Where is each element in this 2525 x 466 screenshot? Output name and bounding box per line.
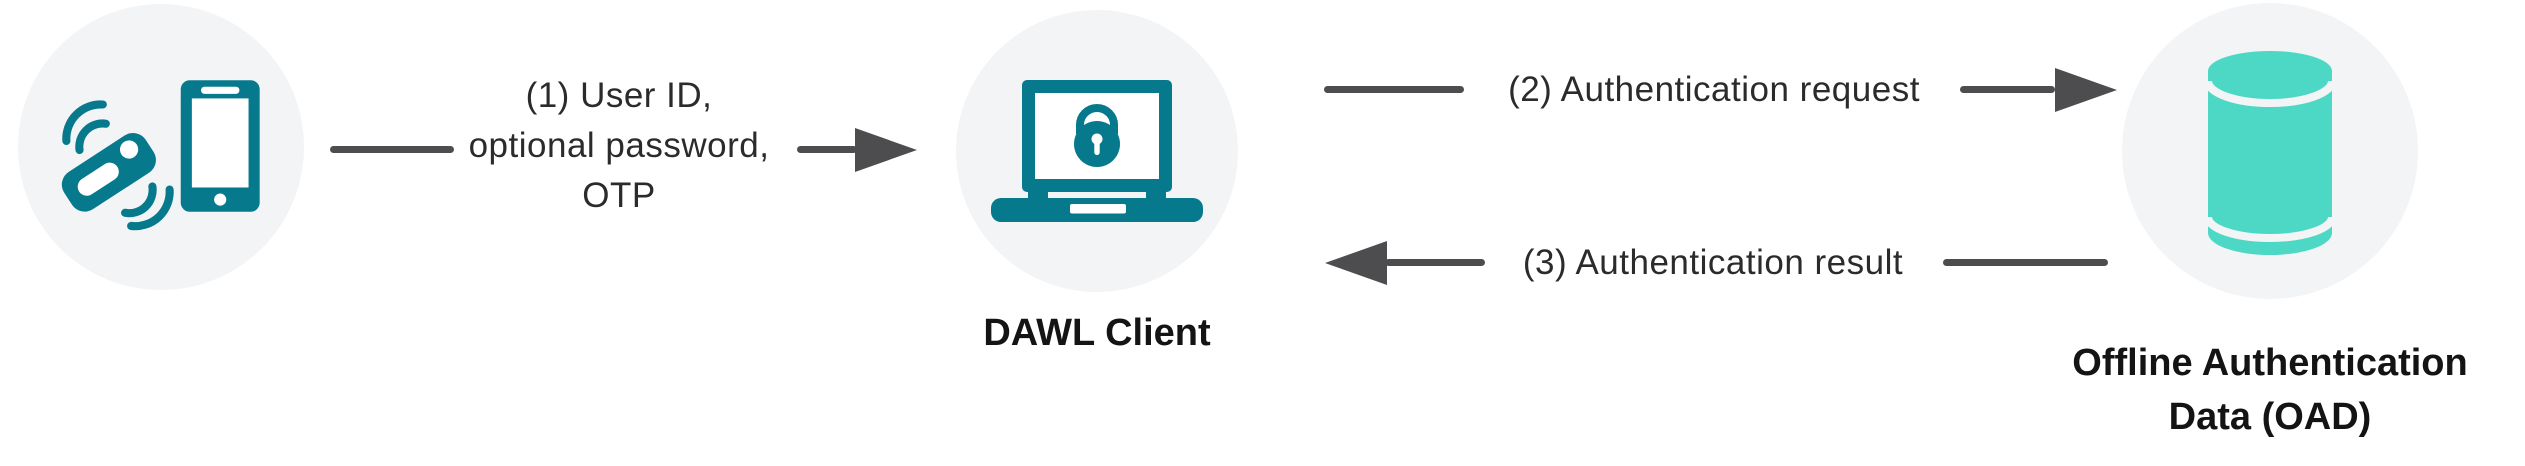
node-oad-database [2122, 3, 2418, 299]
arrow-2-label: (2) Authentication request [1508, 70, 1920, 109]
arrow-3-label: (3) Authentication result [1522, 243, 1904, 282]
arrow-3-line-start [1385, 259, 1485, 266]
arrow-1-arrowhead-icon [855, 128, 917, 172]
arrow-1-label-line-3: OTP [582, 176, 656, 215]
arrow-1-label-line-1: (1) User ID, [525, 76, 713, 115]
dawl-client-label: DAWL Client [983, 312, 1211, 354]
laptop-lock-icon [991, 80, 1203, 222]
arrow-1-label: (1) User ID, optional password, OTP [469, 71, 770, 221]
arrow-2-line-start [1324, 86, 1464, 93]
arrow-2-line-end [1960, 86, 2055, 93]
node-dawl-client [956, 10, 1238, 292]
arrow-1-line-end [797, 146, 857, 153]
security-token-phone-icon [61, 79, 260, 230]
database-icon [2204, 51, 2336, 255]
oad-label: Offline Authentication Data (OAD) [2072, 342, 2468, 438]
arrow-1-line-start [330, 146, 454, 153]
arrow-3-line-end [1943, 259, 2108, 266]
arrow-2-arrowhead-icon [2055, 68, 2117, 112]
node-authenticator-device [18, 4, 304, 290]
arrow-3-arrowhead-icon [1325, 241, 1387, 285]
arrow-1-label-line-2: optional password, [468, 126, 770, 165]
